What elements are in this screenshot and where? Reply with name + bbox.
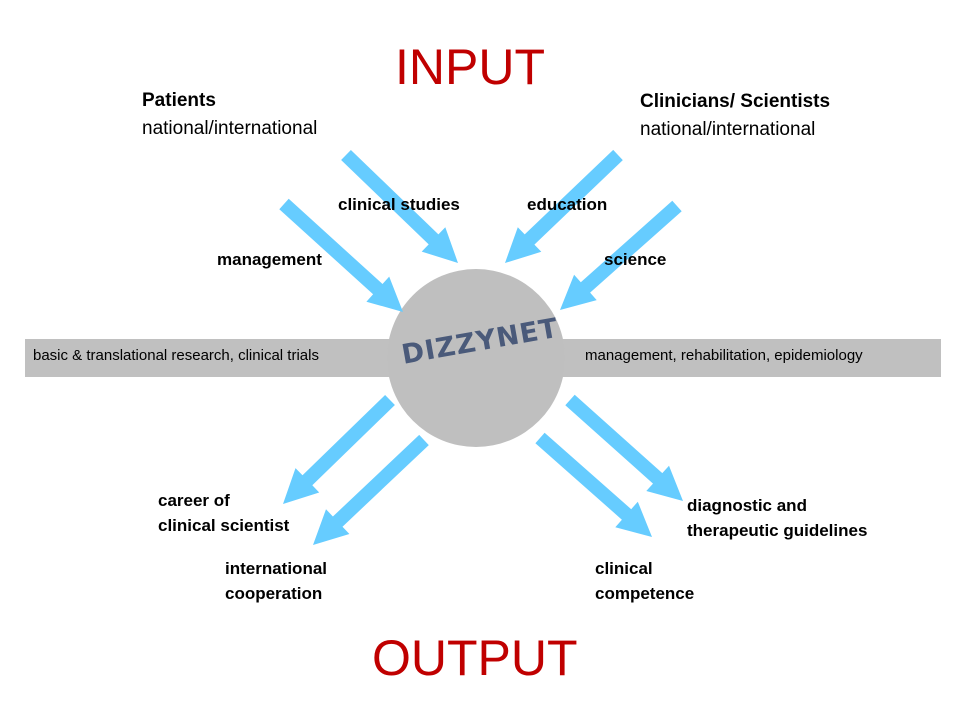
label-clinical-competence: clinical competence: [595, 556, 694, 606]
label-clinical-studies: clinical studies: [338, 195, 460, 214]
label-career: career of clinical scientist: [158, 488, 289, 538]
arrow-output-career: [283, 395, 395, 504]
patients-title: Patients: [142, 90, 216, 111]
label-guidelines-line2: therapeutic guidelines: [687, 521, 868, 540]
arrow-output-clinical-competence: [535, 432, 652, 537]
arrow-patients-management: [279, 198, 403, 312]
arrows-group: [279, 149, 683, 545]
label-guidelines: diagnostic and therapeutic guidelines: [687, 493, 867, 543]
band-left-text: basic & translational research, clinical…: [33, 347, 319, 364]
label-management: management: [217, 250, 322, 269]
label-guidelines-line1: diagnostic and: [687, 496, 807, 515]
label-education: education: [527, 195, 608, 214]
arrow-output-international: [313, 434, 429, 545]
label-clinical-competence-line2: competence: [595, 584, 695, 603]
label-career-line1: career of: [158, 491, 230, 510]
hub-circle: [387, 269, 565, 447]
band-right-text: management, rehabilitation, epidemiology: [585, 347, 863, 364]
patients-subtitle: national/international: [142, 118, 318, 139]
label-international-line2: cooperation: [225, 584, 323, 603]
label-career-line2: clinical scientist: [158, 516, 290, 535]
label-science: science: [604, 250, 667, 269]
label-international-line1: international: [225, 559, 328, 578]
input-title: INPUT: [395, 39, 545, 95]
arrow-clinicians-education: [505, 149, 623, 263]
arrow-output-guidelines: [565, 394, 683, 501]
output-title: OUTPUT: [372, 630, 578, 686]
clinicians-subtitle: national/international: [640, 119, 816, 140]
clinicians-title: Clinicians/ Scientists: [640, 91, 831, 112]
label-clinical-competence-line1: clinical: [595, 559, 653, 578]
label-international: international cooperation: [225, 556, 327, 606]
arrow-clinicians-science: [560, 200, 682, 310]
arrow-patients-clinical-studies: [341, 150, 458, 263]
